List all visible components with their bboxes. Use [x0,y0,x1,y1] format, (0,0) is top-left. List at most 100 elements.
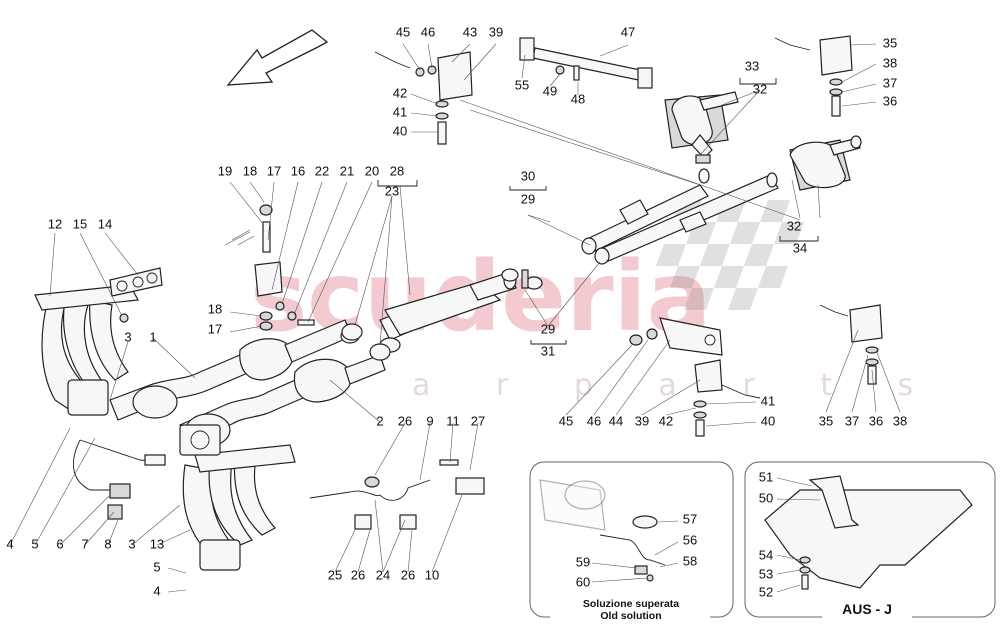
checker-flag [655,200,804,310]
callout-37: 37 [883,75,897,90]
callout-35b: 35 [819,413,833,428]
callout-38: 38 [883,55,897,70]
lambda-sensors [73,439,485,530]
callouts-left: 19 18 17 16 22 21 20 28 23 12 15 14 18 1… [6,163,485,598]
callout-14: 14 [98,216,112,231]
callout-11: 11 [446,413,460,428]
callout-2: 2 [376,413,383,428]
callout-39: 39 [489,24,503,39]
exhaust-manifold-right [179,424,296,571]
silencer-33 [664,91,739,164]
bracket-44 [629,317,761,437]
callouts-right: 45 46 43 39 47 55 49 48 42 41 40 33 32 3… [393,24,907,428]
silencer-34 [789,135,862,191]
callout-28: 28 [390,163,404,178]
callout-7: 7 [81,536,88,551]
callout-60: 60 [576,574,590,589]
callout-18b: 18 [208,301,222,316]
direction-arrow [226,29,329,86]
callout-21: 21 [340,163,354,178]
old-solution-title-it: Soluzione superata [583,598,679,610]
callout-29b: 29 [541,321,555,336]
leader-lines [9,43,901,593]
callout-50: 50 [759,490,773,505]
callout-41: 41 [393,104,407,119]
callout-46: 46 [421,24,435,39]
bracket-35-top [774,35,853,117]
callout-56: 56 [683,532,697,547]
callout-17: 17 [267,163,281,178]
callout-4b: 4 [153,583,160,598]
callout-12: 12 [48,216,62,231]
clamp-23 [341,323,391,361]
y-pipe [581,168,779,265]
bracket-43-top [374,51,473,145]
exhaust-manifold-left [34,284,139,416]
callout-15: 15 [73,216,87,231]
callout-10: 10 [425,567,439,582]
callout-58: 58 [683,553,697,568]
mount-bracket-16 [224,204,315,331]
callout-40: 40 [393,123,407,138]
callout-41b: 41 [761,393,775,408]
callout-42b: 42 [659,413,673,428]
callout-26b: 26 [351,567,365,582]
callout-53: 53 [759,566,773,581]
front-catalyst-pipe-1 [109,319,353,421]
callout-35: 35 [883,35,897,50]
callout-45b: 45 [559,413,573,428]
callout-26c: 26 [401,567,415,582]
callout-33: 33 [745,58,759,73]
inset-aus-j: 51 50 54 53 52 AUS - J [744,461,996,620]
callout-8: 8 [104,536,111,551]
callout-5: 5 [31,536,38,551]
callout-59: 59 [576,554,590,569]
callout-9: 9 [426,413,433,428]
callout-51: 51 [759,469,773,484]
callout-24: 24 [376,567,390,582]
callout-22: 22 [315,163,329,178]
callout-32: 32 [753,81,767,96]
support-bar-47 [519,37,653,89]
callout-52: 52 [759,584,773,599]
callout-13: 13 [150,536,164,551]
clamp-29 [501,268,543,290]
callout-55: 55 [515,77,529,92]
callout-49: 49 [543,83,557,98]
callout-48: 48 [571,91,585,106]
callout-31: 31 [541,343,555,358]
inset-old-solution: 57 56 58 59 60 Soluzione superata Old so… [529,461,734,622]
callout-30: 30 [521,168,535,183]
callout-16: 16 [291,163,305,178]
callout-44: 44 [609,413,623,428]
callout-57: 57 [683,511,697,526]
callout-27: 27 [471,413,485,428]
callout-36b: 36 [869,413,883,428]
callout-45: 45 [396,24,410,39]
callout-32b: 32 [787,218,801,233]
callout-6: 6 [56,536,63,551]
old-solution-title-en: Old solution [600,610,661,622]
callout-46b: 46 [587,413,601,428]
callout-20: 20 [365,163,379,178]
callout-40b: 40 [761,413,775,428]
callout-19: 19 [218,163,232,178]
callout-37b: 37 [845,413,859,428]
callout-29: 29 [521,191,535,206]
callout-18: 18 [243,163,257,178]
watermark-sub: c a r p a r t s [330,368,941,403]
callout-23: 23 [385,183,399,198]
callout-17b: 17 [208,321,222,336]
bracket-35-lower [819,304,883,385]
callout-3: 3 [124,329,131,344]
callout-42: 42 [393,85,407,100]
callout-39b: 39 [635,413,649,428]
callout-5b: 5 [153,559,160,574]
callout-4: 4 [6,536,13,551]
callout-26: 26 [398,413,412,428]
callout-47: 47 [621,24,635,39]
aus-j-title: AUS - J [842,601,892,617]
callout-34: 34 [793,240,807,255]
callout-54: 54 [759,547,773,562]
callout-36: 36 [883,93,897,108]
